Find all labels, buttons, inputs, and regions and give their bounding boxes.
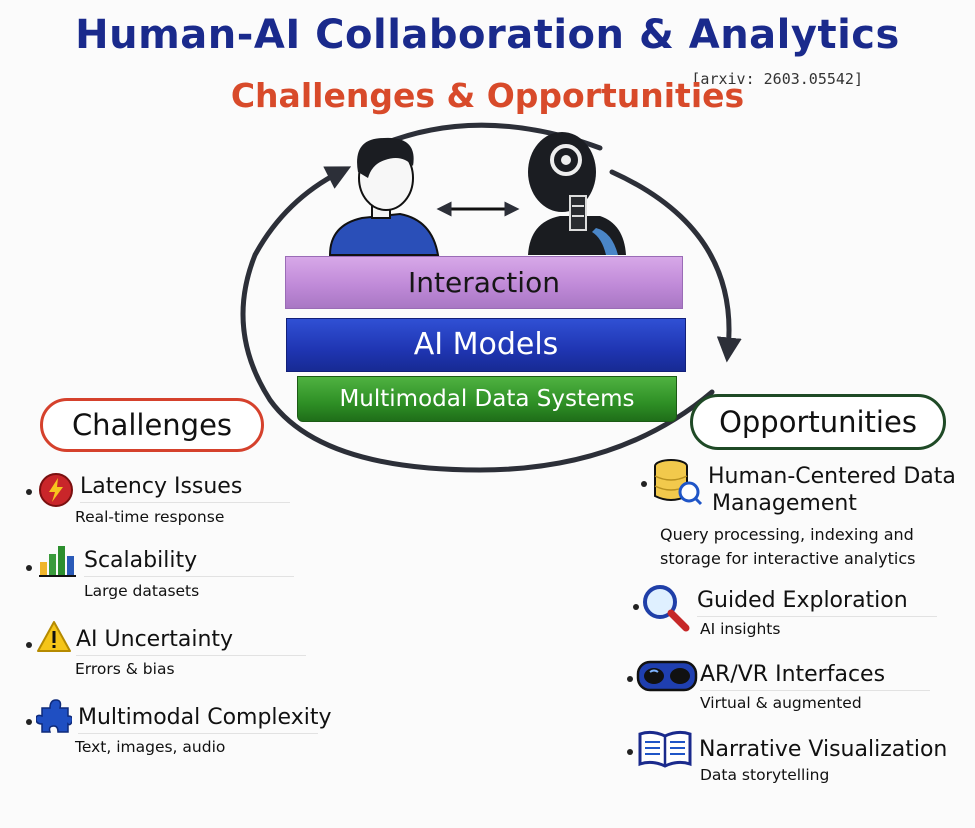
puzzle-icon: [36, 699, 72, 733]
divider: [78, 733, 318, 734]
opportunity-desc: Query processing, indexing and: [660, 525, 914, 544]
database-icon: [654, 459, 703, 506]
opportunity-title: Guided Exploration: [697, 588, 908, 613]
opportunity-desc-cont: storage for interactive analytics: [660, 549, 916, 568]
data-systems-layer: Multimodal Data Systems: [297, 376, 677, 422]
challenge-title: Multimodal Complexity: [78, 705, 332, 730]
ai-models-layer: AI Models: [286, 318, 686, 372]
opportunity-desc: Virtual & augmented: [700, 694, 862, 712]
challenge-desc: Text, images, audio: [75, 738, 226, 756]
bullet: [627, 676, 633, 682]
bullet: [633, 604, 639, 610]
bullet: [26, 642, 32, 648]
bullet: [627, 749, 633, 755]
arxiv-reference: [arxiv: 2603.05542]: [691, 70, 863, 88]
opportunities-heading: Opportunities: [690, 394, 946, 450]
opportunity-title: AR/VR Interfaces: [700, 662, 886, 687]
page-title: Human-AI Collaboration & Analytics: [75, 12, 900, 58]
warning-icon: [37, 621, 71, 652]
divider: [697, 616, 937, 617]
page-subtitle: Challenges & Opportunities: [230, 76, 745, 115]
divider: [80, 502, 290, 503]
book-icon: [638, 730, 692, 768]
divider: [76, 655, 306, 656]
opportunity-desc: Data storytelling: [700, 766, 830, 784]
lightning-icon: [39, 473, 73, 507]
challenge-desc: Real-time response: [75, 508, 225, 526]
human-figure-icon: [328, 137, 440, 256]
opportunity-desc: AI insights: [700, 620, 781, 638]
challenge-title: Scalability: [84, 548, 198, 573]
challenges-heading: Challenges: [40, 398, 264, 452]
bullet: [26, 565, 32, 571]
bullet: [26, 719, 32, 725]
divider: [700, 690, 930, 691]
vr-headset-icon: [636, 660, 698, 692]
cycle-arrow-bottom: [240, 166, 715, 473]
bullet: [641, 481, 647, 487]
bullet: [26, 489, 32, 495]
interaction-layer: Interaction: [285, 256, 683, 309]
challenge-title: Latency Issues: [80, 474, 243, 499]
challenge-desc: Errors & bias: [75, 660, 175, 678]
bar-chart-icon: [39, 546, 76, 577]
challenge-desc: Large datasets: [84, 582, 200, 600]
opportunity-title: Human-Centered Data: [708, 464, 956, 489]
opportunity-title: Narrative Visualization: [699, 737, 948, 762]
challenge-title: AI Uncertainty: [76, 627, 234, 652]
robot-figure-icon: [528, 132, 626, 255]
divider: [84, 576, 294, 577]
cycle-arrow-right: [609, 169, 742, 363]
magnifier-icon: [643, 585, 690, 632]
opportunity-title-cont: Management: [712, 491, 857, 516]
